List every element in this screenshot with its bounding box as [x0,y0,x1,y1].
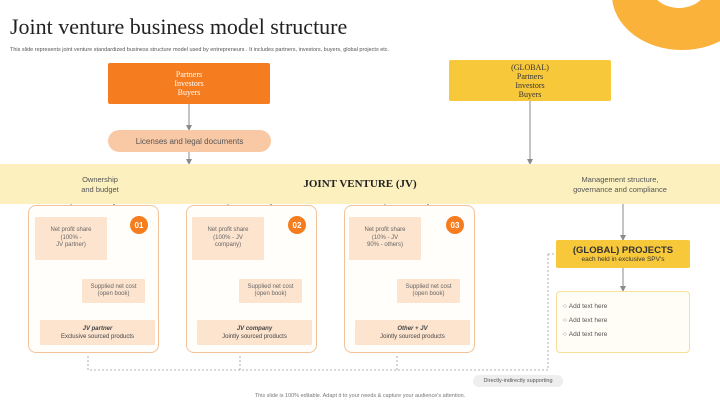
list-item: ○ Add text here [563,303,608,310]
slide-title: Joint venture business model structure [10,14,348,39]
step-number-badge: 03 [446,216,464,234]
global-projects-title: (GLOBAL) PROJECTS [572,244,674,256]
panel-footer: JV partner Exclusive sourced products [40,320,155,345]
slide-subtitle: This slide represents joint venture stan… [10,47,390,53]
supplied-net-cost-box: Supplied net cost (open book) [397,279,460,303]
net-profit-share-box: Net profit share (100% - JV partner) [35,217,107,260]
global-partners-label: Partners [516,71,544,81]
list-item: ○ Add text here [563,331,608,338]
net-profit-share-box: Net profit share (100% - JV company) [192,217,264,260]
global-projects-subtitle: each held in exclusive SPV's [581,255,665,263]
supplied-net-cost-box: Supplied net cost (open book) [239,279,302,303]
dashed-support-line [87,254,549,371]
global-partners-box: (GLOBAL) Partners Investors Buyers [449,60,611,101]
panel-footer: JV company Jointly sourced products [197,320,312,345]
joint-venture-title: JOINT VENTURE (JV) [303,178,417,190]
bullet-icon: ○ [563,331,567,338]
investors-label: Investors [174,79,204,88]
buyers-label: Buyers [177,88,201,97]
global-label: (GLOBAL) [511,62,549,72]
bullet-icon: ○ [563,303,567,310]
management-label: Management structure, governance and com… [573,175,667,194]
step-number-badge: 01 [130,216,148,234]
decorative-ring-hole [650,0,708,8]
panel-footer: Other + JV Jointly sourced products [355,320,470,345]
support-legend-pill: Directly-indirectly supporting [473,375,563,387]
global-projects-box: (GLOBAL) PROJECTS each held in exclusive… [556,240,690,268]
global-buyers-label: Buyers [518,89,542,99]
bullet-icon: ○ [563,317,567,324]
footer-credit: This slide is 100% editable. Adapt it to… [254,393,466,399]
licenses-pill: Licenses and legal documents [108,130,271,152]
list-item: ○ Add text here [563,317,608,324]
joint-venture-band [0,164,720,204]
partners-label: Partners [175,70,203,79]
step-number-badge: 02 [288,216,306,234]
ownership-label: Ownership and budget [81,175,119,194]
supplied-net-cost-box: Supplied net cost (open book) [82,279,145,303]
add-text-list: ○ Add text here ○ Add text here ○ Add te… [556,291,690,353]
global-investors-label: Investors [515,80,545,90]
partners-box: Partners Investors Buyers [108,63,270,104]
net-profit-share-box: Net profit share (10% - JV 90% - others) [349,217,421,260]
